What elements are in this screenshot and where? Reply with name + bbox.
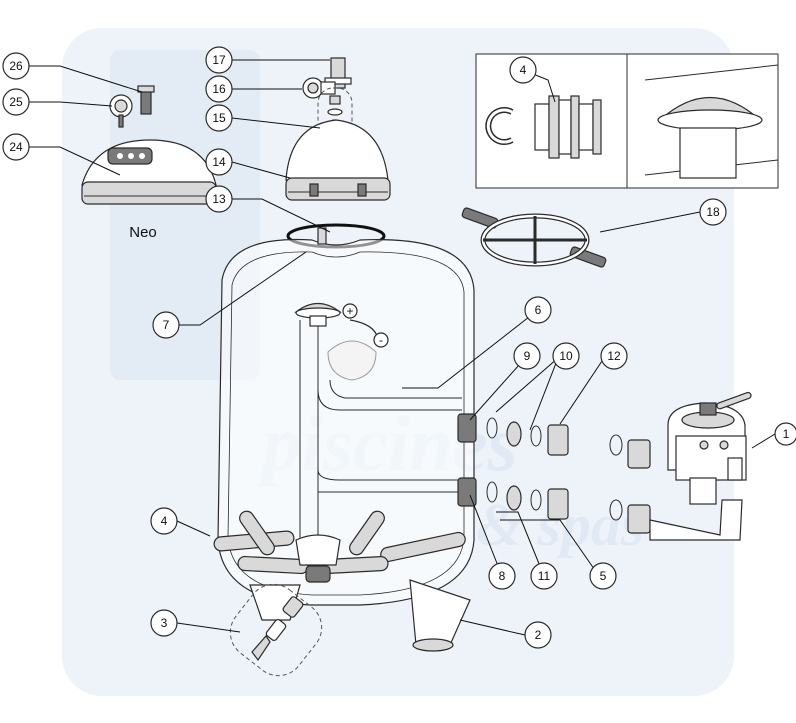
part-25-pressure-gauge — [109, 94, 133, 128]
callout-9: 9 — [513, 342, 541, 370]
callout-10: 10 — [552, 342, 580, 370]
callout-14: 14 — [205, 148, 233, 176]
callout-7-label: 7 — [163, 318, 170, 332]
callout-5: 5 — [589, 562, 617, 590]
callout-16-label: 16 — [212, 82, 226, 96]
callout-11-label: 11 — [538, 569, 551, 583]
part-24-neo-lid — [81, 139, 217, 205]
callout-11: 11 — [530, 562, 558, 590]
callout-12: 12 — [600, 342, 628, 370]
callout-6: 6 — [524, 296, 552, 324]
callout-4-inset: 4 — [509, 56, 537, 84]
callout-2-label: 2 — [535, 628, 542, 642]
callout-6-label: 6 — [535, 303, 542, 317]
callout-17-label: 17 — [212, 53, 226, 67]
callout-14-label: 14 — [212, 155, 226, 169]
callout-13-label: 13 — [212, 192, 226, 206]
leader-lines — [29, 59, 776, 636]
callout-25-label: 25 — [9, 95, 23, 109]
callout-2: 2 — [524, 621, 552, 649]
callout-7: 7 — [152, 311, 180, 339]
rotation-plus: + — [346, 304, 353, 318]
part-18-lid-key — [461, 207, 607, 268]
callout-5-label: 5 — [600, 569, 607, 583]
part-16-manometer-fitting — [302, 77, 336, 99]
callout-24-label: 24 — [9, 140, 23, 154]
rotation-minus: - — [379, 333, 383, 347]
callout-24: 24 — [2, 133, 30, 161]
rotation-indicator — [342, 303, 389, 348]
callout-1-label: 1 — [783, 427, 790, 441]
callout-8: 8 — [488, 562, 516, 590]
callout-16: 16 — [205, 75, 233, 103]
callout-18: 18 — [699, 198, 727, 226]
detail-inset — [475, 53, 779, 189]
callout-17: 17 — [205, 46, 233, 74]
part-14-dome-lid — [285, 119, 391, 201]
callout-3-label: 3 — [161, 616, 168, 630]
neo-label: Neo — [129, 224, 157, 241]
part-7-diffuser-nozzle — [317, 227, 327, 245]
part-26-air-purge — [137, 85, 155, 115]
callout-4: 4 — [150, 507, 178, 535]
callout-26-label: 26 — [9, 59, 23, 73]
callout-8-label: 8 — [499, 569, 506, 583]
part-17-top-connector — [324, 57, 352, 89]
filter-tank — [217, 238, 475, 652]
callout-15: 15 — [205, 104, 233, 132]
callout-4-inset-label: 4 — [520, 63, 527, 77]
callout-10-label: 10 — [559, 349, 573, 363]
part-4-laterals — [213, 510, 466, 583]
callout-15-label: 15 — [212, 111, 226, 125]
callout-13: 13 — [205, 185, 233, 213]
callout-4-label: 4 — [161, 514, 168, 528]
callout-1: 1 — [774, 422, 796, 446]
top-diffuser — [294, 302, 377, 381]
part-1-multiport-valve — [609, 391, 752, 541]
callout-26: 26 — [2, 52, 30, 80]
callout-3: 3 — [150, 609, 178, 637]
callout-markers: 26 25 24 17 16 15 14 13 7 18 4 1 6 9 10 … — [2, 46, 796, 649]
upper-side-connectors — [457, 413, 569, 456]
part-3-drain-plug — [229, 583, 323, 677]
callout-25: 25 — [2, 88, 30, 116]
callout-12-label: 12 — [607, 349, 621, 363]
callout-18-label: 18 — [706, 205, 720, 219]
callout-9-label: 9 — [524, 349, 531, 363]
